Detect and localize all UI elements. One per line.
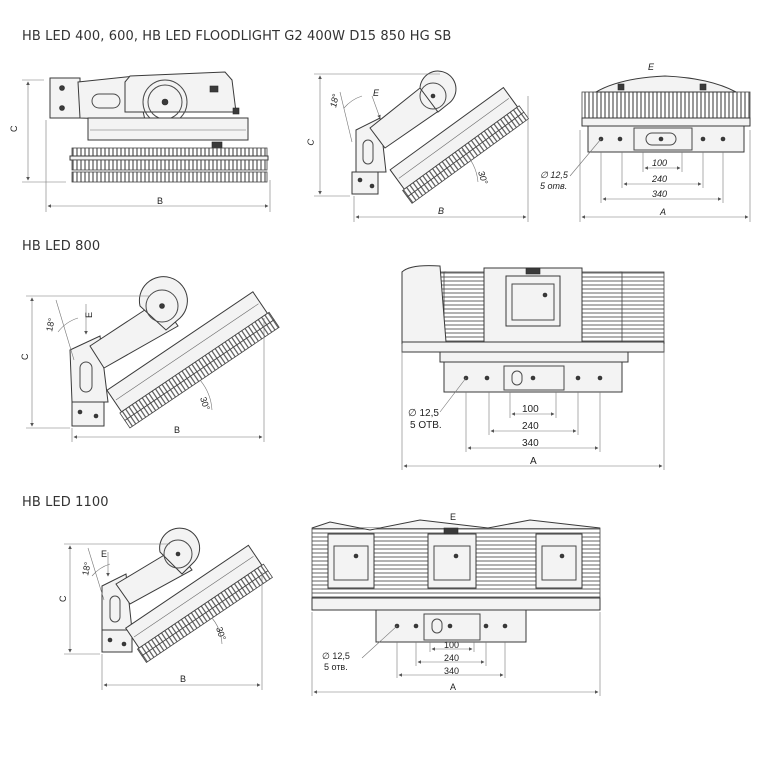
dim-b-label: B <box>157 196 163 206</box>
angle-30-label: 30° <box>198 396 212 412</box>
hole-diameter-label: ∅ 12,5 <box>322 651 350 661</box>
dim-e-label: E <box>84 312 94 318</box>
dim-a-label: A <box>659 207 666 217</box>
dim-c-label: C <box>20 353 30 360</box>
hole-count-label: 5 отв. <box>540 181 567 191</box>
angle-18-label: 18° <box>80 561 93 577</box>
dim-a-label: A <box>450 682 456 692</box>
section-title-800: HB LED 800 <box>22 239 101 254</box>
front-view-800 <box>401 265 665 470</box>
dim-100-label: 100 <box>522 404 539 415</box>
angle-18-label: 18° <box>328 93 341 109</box>
dim-340-label: 340 <box>522 438 539 449</box>
hole-count-label: 5 ОТВ. <box>410 420 442 431</box>
dim-b-label: B <box>180 674 186 684</box>
dim-340-label: 340 <box>652 189 667 199</box>
tilted-view-1100 <box>64 527 273 690</box>
section-title-400-600: HB LED 400, 600, HB LED FLOODLIGHT G2 40… <box>22 29 452 44</box>
dim-e-label: E <box>450 512 456 522</box>
hole-count-label: 5 отв. <box>324 662 348 672</box>
angle-30-label: 30° <box>214 626 228 642</box>
dim-100-label: 100 <box>444 640 459 650</box>
side-view-400 <box>22 71 271 212</box>
tilted-view-400 <box>314 70 530 222</box>
angle-30-label: 30° <box>476 170 490 186</box>
front-view-1100 <box>311 519 601 696</box>
dim-240-label: 240 <box>444 653 459 663</box>
dim-c-label: C <box>58 595 68 602</box>
front-view-400 <box>569 75 751 222</box>
dim-e-label: E <box>101 549 107 559</box>
hole-diameter-label: ∅ 12,5 <box>540 170 569 180</box>
dim-100-label: 100 <box>652 158 667 168</box>
dim-a-label: A <box>530 456 537 467</box>
dim-240-label: 240 <box>522 421 539 432</box>
dim-340-label: 340 <box>444 666 459 676</box>
section-title-1100: HB LED 1100 <box>22 495 109 510</box>
dim-c-label: C <box>305 138 316 147</box>
dim-240-label: 240 <box>651 174 667 184</box>
dim-b-label: B <box>174 425 180 435</box>
dim-e-label: E <box>373 88 380 98</box>
hole-diameter-label: ∅ 12,5 <box>408 408 439 419</box>
dim-b-label: B <box>438 206 444 216</box>
angle-18-label: 18° <box>44 317 57 333</box>
tilted-view-800 <box>26 276 280 442</box>
dim-c-label: C <box>9 125 19 132</box>
dim-e-label: E <box>648 62 655 72</box>
